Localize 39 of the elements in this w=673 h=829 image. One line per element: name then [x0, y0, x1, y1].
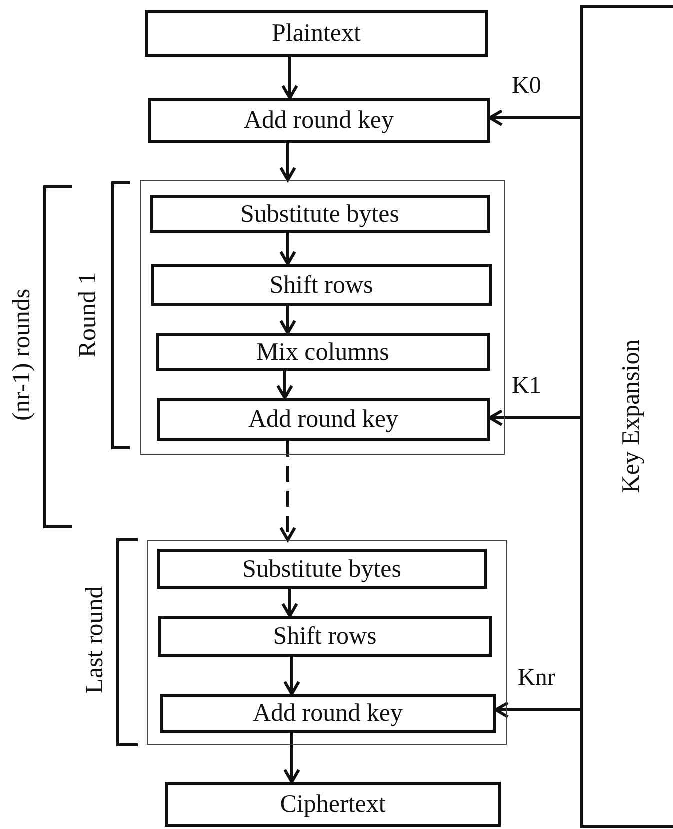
process-box	[160, 694, 496, 733]
arrow	[494, 702, 580, 718]
round-label: Last round	[82, 586, 108, 694]
box-label: Ciphertext	[280, 792, 386, 817]
process-box	[156, 333, 490, 371]
arrow	[276, 371, 294, 400]
arrow	[282, 589, 298, 618]
box-label: Substitute bytes	[242, 556, 402, 582]
arrow	[282, 57, 298, 100]
round-group-box	[140, 180, 505, 455]
process-box	[148, 98, 490, 143]
round-label: Round 1	[76, 272, 100, 358]
arrow	[280, 143, 296, 182]
round-group-box	[147, 540, 507, 745]
process-box	[158, 616, 492, 657]
box-label: Shift rows	[273, 624, 377, 649]
box-label: Add round key	[253, 701, 403, 726]
process-box	[157, 398, 490, 441]
arrow	[284, 733, 300, 784]
box-label: Shift rows	[270, 272, 374, 298]
arrow	[488, 110, 580, 126]
box-label: Substitute bytes	[240, 202, 400, 226]
key-expansion-box	[580, 5, 673, 828]
box-label: Mix columns	[256, 340, 390, 364]
box-label: Add round key	[248, 407, 398, 432]
process-box	[151, 264, 492, 306]
arrow	[280, 441, 296, 542]
arrow	[488, 410, 580, 426]
process-box	[157, 549, 487, 589]
box-label: Add round key	[244, 108, 394, 133]
box-label: Key Expansion	[619, 340, 644, 494]
arrow	[280, 306, 296, 334]
process-box	[145, 10, 488, 57]
rounds-label: (nr-1) rounds	[10, 288, 34, 422]
process-box	[165, 782, 501, 827]
arrow	[284, 657, 300, 696]
process-box	[150, 195, 490, 233]
box-label: Plaintext	[272, 21, 361, 46]
arrow	[280, 233, 296, 266]
